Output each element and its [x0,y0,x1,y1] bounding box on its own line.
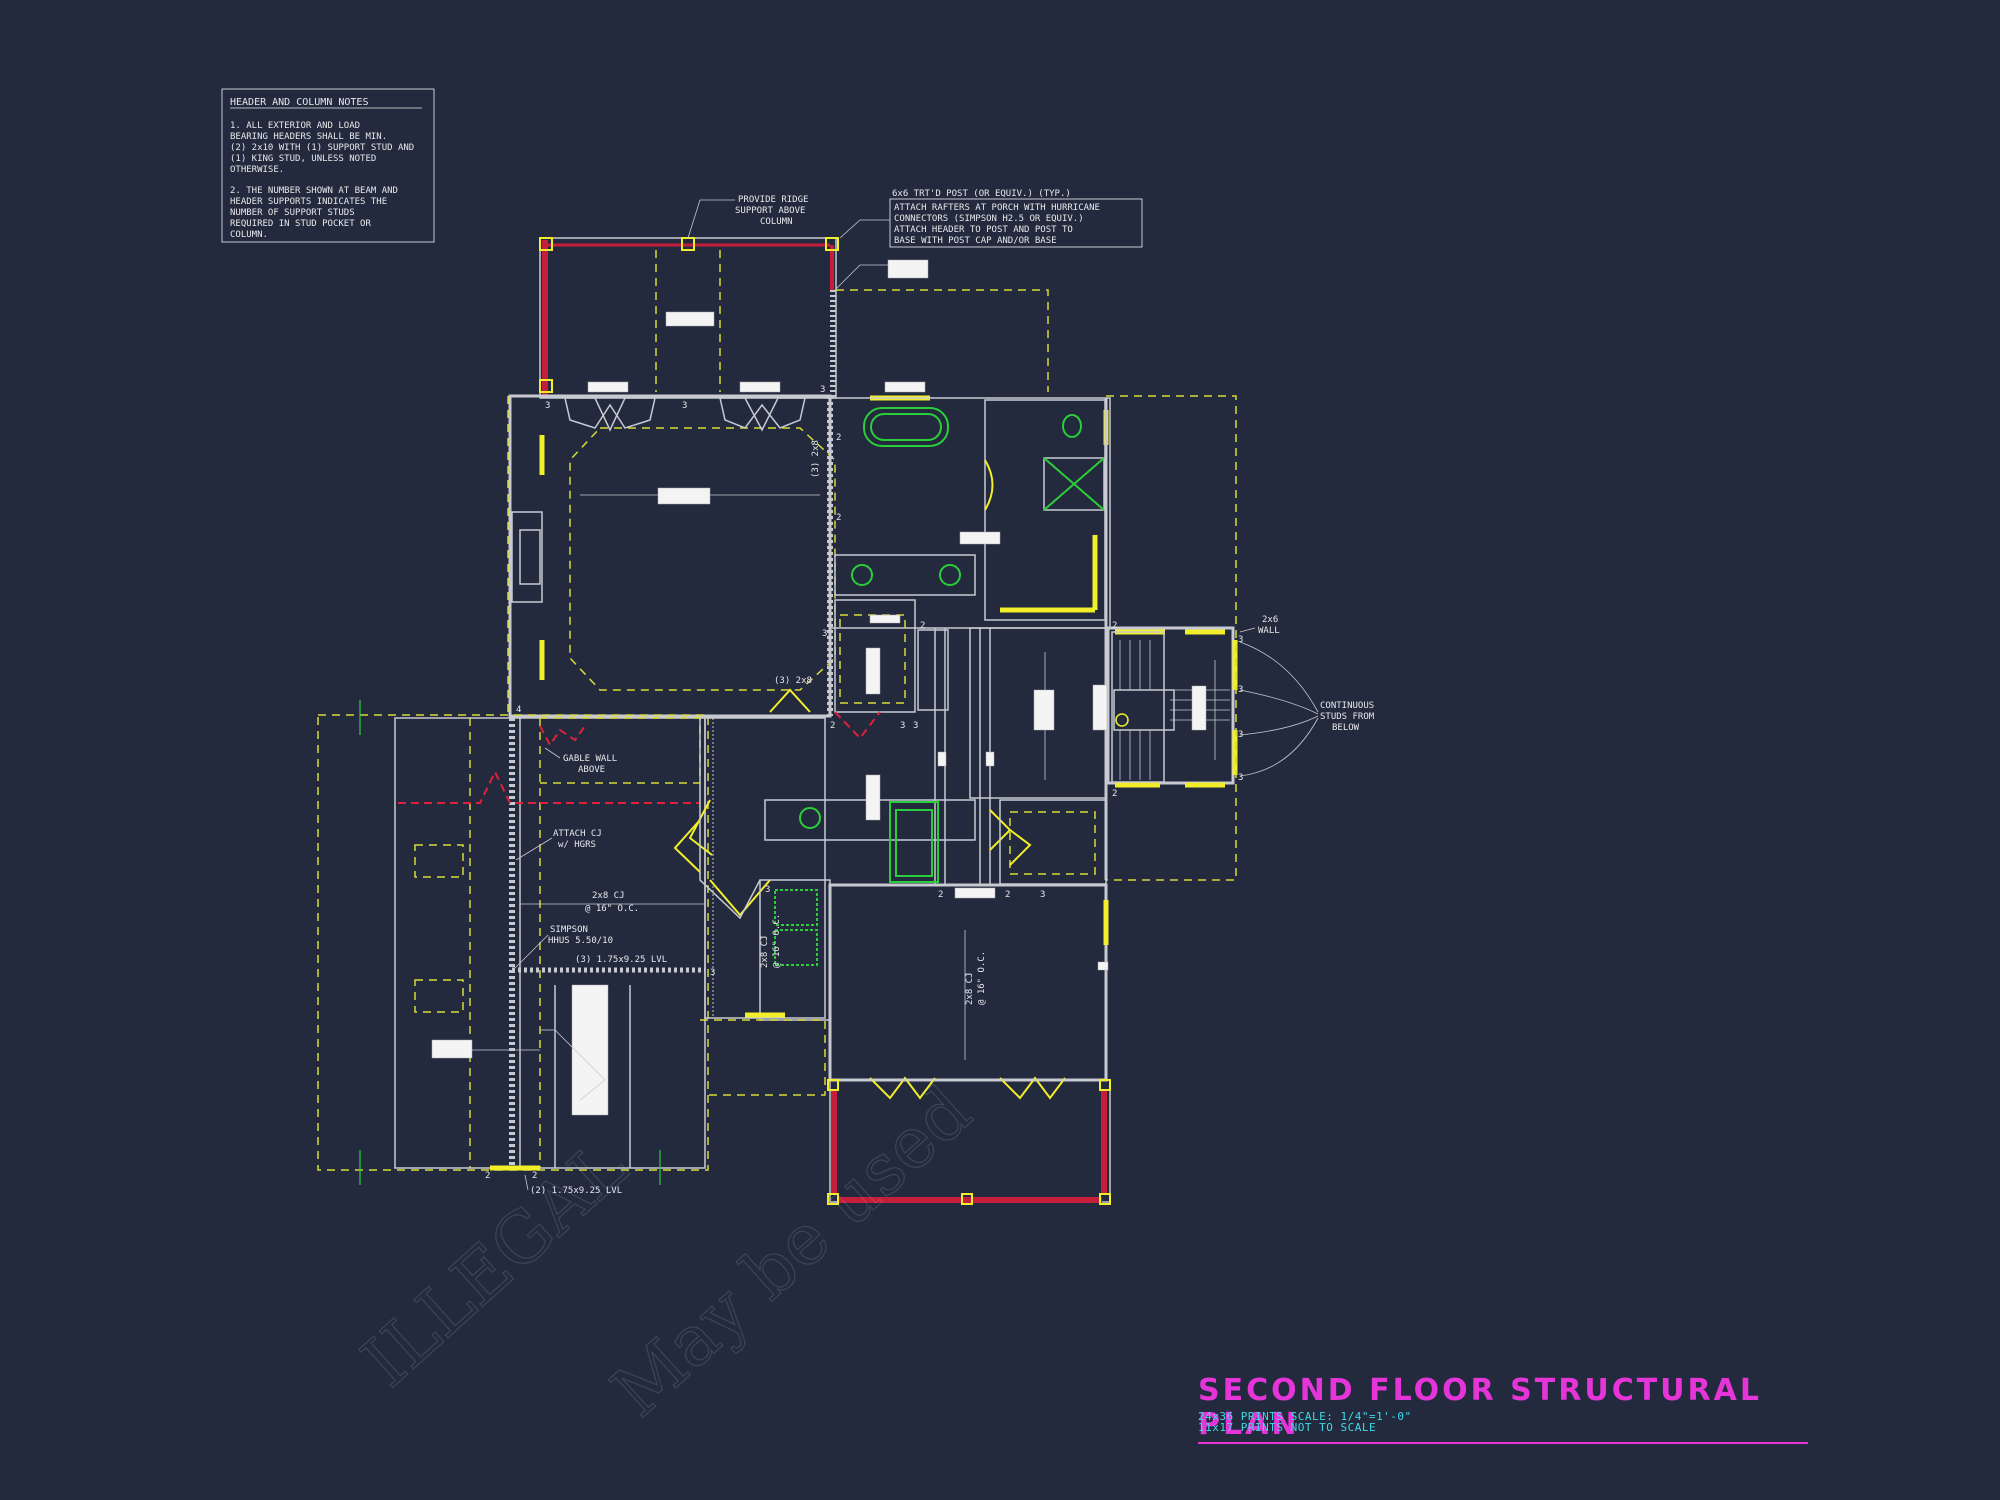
simpson-label-1: SIMPSON [550,925,588,935]
master-bedroom [507,381,930,718]
scale-note: 24x36 PRINTS SCALE: 1/4"=1'-0" [1198,1410,1412,1423]
attach-cj-label-2: w/ HGRS [558,840,596,850]
stud-count: 2 [938,890,943,900]
hall-bath [673,774,1012,883]
stud-counts: 3 3 3 2 2 2 3 3 3 2 3 3 3 3 4 2 2 2 3 3 … [485,385,1243,1181]
lvl-2-label: (2) 1.75x9.25 LVL [530,1186,622,1196]
stud-count: 3 [1238,773,1243,783]
lvl-3-label: (3) 1.75x9.25 LVL [575,955,667,965]
stair-hall [969,395,1238,881]
note-2-line-1: 2. THE NUMBER SHOWN AT BEAM AND [230,186,398,196]
stud-count: 3 [765,885,770,895]
closet-hall [834,599,995,885]
post-callout-line-4: BASE WITH POST CAP AND/OR BASE [894,236,1057,246]
simpson-label-2: HHUS 5.50/10 [548,936,613,946]
note-1-line-4: (1) KING STUD, UNLESS NOTED [230,154,376,164]
entry-walls [699,688,881,920]
stud-count: 3 [913,721,918,731]
master-bath [829,397,1111,629]
stud-count: 3 [710,968,715,978]
stud-count: 2 [485,1171,490,1181]
continuous-studs-3: BELOW [1332,723,1360,733]
stud-count: 2 [836,433,841,443]
ridge-callout-2: SUPPORT ABOVE [735,206,805,216]
header-column-notes: HEADER AND COLUMN NOTES 1. ALL EXTERIOR … [221,88,435,243]
front-porch [827,1079,1111,1205]
note-2-line-2: HEADER SUPPORTS INDICATES THE [230,197,387,207]
rear-porch-top [539,237,1049,399]
wall-2x6-label-1: 2x6 [1262,615,1278,625]
gable-wall-label-2: ABOVE [578,765,605,775]
stud-count: 3 [545,401,550,411]
print-note: 11x17 PRINTS NOT TO SCALE [1198,1421,1377,1434]
stud-count: 2 [532,1171,537,1181]
notes-title: HEADER AND COLUMN NOTES [230,97,368,108]
stud-count: 2 [836,513,841,523]
gable-wall-label-1: GABLE WALL [563,754,617,764]
bedroom-cj-label-2: @ 16" O.C. [977,951,987,1005]
stud-count: 3 [820,385,825,395]
callouts: PROVIDE RIDGE SUPPORT ABOVE COLUMN 6x6 T… [514,189,1375,1196]
laundry-cj-label-2: @ 16" O.C. [772,914,782,968]
post-callout-line-3: ATTACH HEADER TO POST AND POST TO [894,225,1073,235]
stud-count: 2 [1112,621,1117,631]
note-1-line-5: OTHERWISE. [230,165,284,175]
stud-count: 2 [830,721,835,731]
continuous-studs-2: STUDS FROM [1320,712,1375,722]
stud-count: 3 [1238,635,1243,645]
wall-2x6-label-2: WALL [1258,626,1280,636]
stud-count: 2 [1112,789,1117,799]
stud-count: 3 [1040,890,1045,900]
ridge-callout-3: COLUMN [760,217,793,227]
stud-count: 3 [1238,685,1243,695]
stud-count: 4 [516,705,521,715]
attach-cj-label-1: ATTACH CJ [553,829,602,839]
laundry-cj-label-1: 2x8 CJ [760,935,770,968]
cj-main-label-1: 2x8 CJ [592,891,625,901]
continuous-studs-1: CONTINUOUS [1320,701,1374,711]
stud-count: 3 [822,629,827,639]
bedroom-cj-label-1: 2x8 CJ [965,972,975,1005]
post-callout-title: 6x6 TRT'D POST (OR EQUIV.) (TYP.) [892,189,1071,199]
stud-count: 2 [920,621,925,631]
note-2-line-3: NUMBER OF SUPPORT STUDS [230,208,355,218]
plan-title: SECOND FLOOR STRUCTURAL PLAN [1198,1374,1808,1444]
stud-count: 3 [682,401,687,411]
note-1-line-1: 1. ALL EXTERIOR AND LOAD [230,121,360,131]
note-1-line-2: BEARING HEADERS SHALL BE MIN. [230,132,387,142]
laundry-area [688,717,831,1096]
stud-count: 3 [1238,730,1243,740]
garage-attic [317,700,709,1185]
post-callout-line-1: ATTACH RAFTERS AT PORCH WITH HURRICANE [894,203,1100,213]
stud-count: 2 [1005,890,1010,900]
ridge-callout-1: PROVIDE RIDGE [738,195,808,205]
closet-2x8-label: (3) 2x8 [774,676,812,686]
cj-main-label-2: @ 16" O.C. [585,904,639,914]
bath-2x8-label: (3) 2x8 [811,440,821,478]
post-callout-line-2: CONNECTORS (SIMPSON H2.5 OR EQUIV.) [894,214,1084,224]
note-1-line-3: (2) 2x10 WITH (1) SUPPORT STUD AND [230,143,414,153]
stud-count: 3 [900,721,905,731]
bedroom-right [999,799,1107,885]
note-2-line-4: REQUIRED IN STUD POCKET OR [230,219,371,229]
note-2-line-5: COLUMN. [230,230,268,240]
